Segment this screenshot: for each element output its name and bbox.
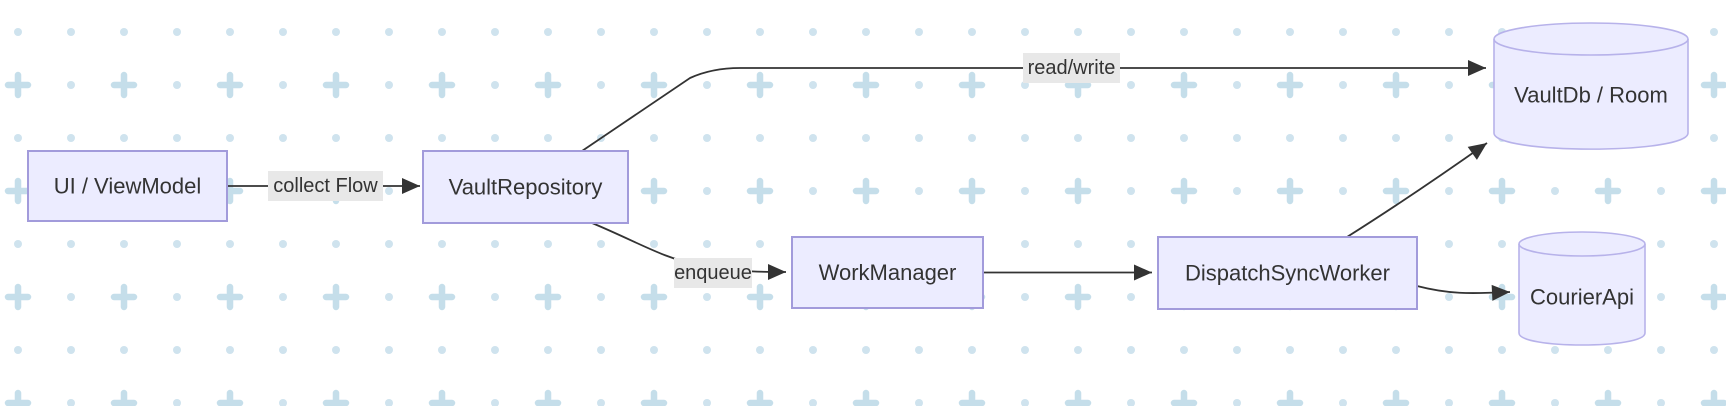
node-label: WorkManager [819,260,957,285]
edge-label-text: read/write [1028,57,1116,79]
node-courierapi: CourierApi [1518,231,1646,346]
edge-dispatchsyncworker-to-vaultdb [1346,142,1488,238]
node-workmanager: WorkManager [791,236,984,309]
edge-label-text: enqueue [674,262,752,284]
node-box [27,150,228,222]
node-label: DispatchSyncWorker [1185,261,1390,286]
edge-label-text: collect Flow [273,175,378,197]
edge-label-collect-flow: collect Flow [268,171,383,201]
edge-label-background [1023,53,1120,83]
node-vaultdb-room: VaultDb / Room [1493,22,1689,150]
node-ui-viewmodel: UI / ViewModel [27,150,228,222]
node-box [791,236,984,309]
node-label: VaultRepository [449,175,603,200]
edge-label-background [268,171,383,201]
node-label: VaultDb / Room [1514,83,1668,108]
node-vaultrepository: VaultRepository [422,150,629,224]
node-label: UI / ViewModel [54,174,202,199]
edge-label-read-write: read/write [1023,53,1120,83]
node-dispatchsyncworker: DispatchSyncWorker [1157,236,1418,310]
node-label: CourierApi [1530,285,1634,310]
cylinder-body [1518,244,1646,346]
node-box [422,150,629,224]
edge-vaultrepository-to-vaultdb [581,60,1486,152]
cylinder-top [1493,22,1689,56]
cylinder-body [1493,39,1689,150]
cylinder-top [1518,231,1646,257]
edge-label-background [674,258,752,288]
edge-label-enqueue: enqueue [674,258,752,288]
edge-dispatchsyncworker-to-courierapi [1416,284,1511,301]
node-box [1157,236,1418,310]
